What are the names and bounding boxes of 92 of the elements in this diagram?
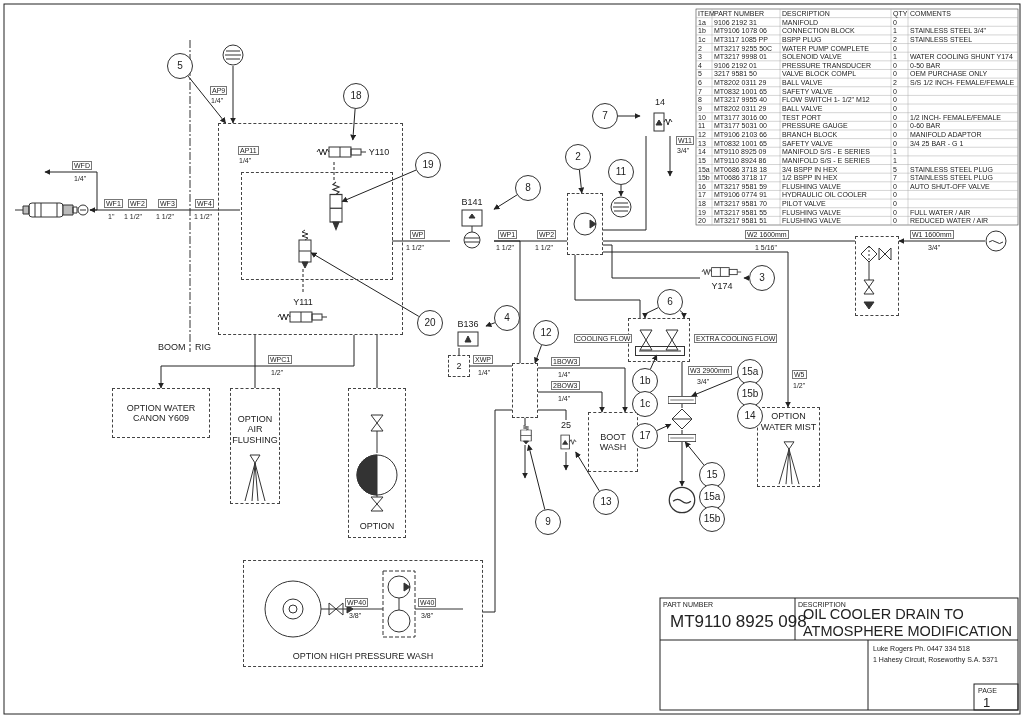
leader-line — [691, 376, 739, 397]
pipe-line — [679, 441, 685, 487]
pipe-line — [458, 347, 460, 356]
callout-number: 15a — [737, 359, 763, 385]
leader-line — [743, 275, 750, 281]
callout-number: 17 — [632, 423, 658, 449]
valve-tag: Y110 — [368, 146, 390, 158]
sensor-tag: B141 — [461, 196, 483, 208]
pipe-line — [537, 409, 567, 421]
option-label: OPTION AIR FLUSHING — [231, 413, 279, 445]
pipe-line — [681, 403, 683, 409]
leader-line — [684, 441, 705, 466]
area-label: RIG — [195, 343, 211, 352]
leader-line — [310, 252, 420, 317]
callout-number: 5 — [167, 53, 193, 79]
pipe-line — [158, 334, 355, 389]
valve-tag: Y174 — [711, 280, 733, 292]
leader-line — [642, 307, 659, 319]
leader-line — [534, 344, 542, 364]
option-label: OPTION — [359, 520, 395, 531]
pipe-line — [602, 244, 701, 279]
callout-number: 13 — [593, 489, 619, 515]
pipe-line — [563, 451, 569, 471]
option-panel: OPTION WATER CANON Y609 — [112, 388, 210, 438]
pipe-line — [602, 240, 856, 242]
leader-line — [578, 169, 585, 194]
callout-number: 9 — [535, 509, 561, 535]
callout-number: 11 — [608, 159, 634, 185]
leader-line — [187, 75, 227, 124]
pilot-line — [333, 161, 335, 181]
leader-line — [575, 451, 600, 492]
leader-line — [656, 423, 672, 432]
test-port: 2 — [448, 355, 470, 377]
pipe-line — [602, 135, 647, 231]
valve-block — [218, 123, 403, 335]
pipe-line — [493, 240, 521, 364]
callout-number: 12 — [533, 320, 559, 346]
leader-line — [679, 310, 687, 319]
pipe-line — [482, 409, 513, 613]
pipe-line — [391, 240, 451, 242]
pilot-line — [302, 267, 304, 293]
page-number: 1 — [983, 696, 991, 709]
callout-number: 15b — [699, 506, 725, 532]
pipe-line — [681, 429, 683, 435]
pipe-line — [574, 254, 641, 319]
branch-block — [512, 363, 538, 418]
pressure-rating: 14 — [655, 96, 665, 108]
leader-line — [617, 113, 641, 119]
callout-number: 2 — [565, 144, 591, 170]
leader-line — [341, 169, 417, 203]
pipe-line — [524, 417, 526, 426]
callout-number: 6 — [657, 289, 683, 315]
pipe-line — [89, 207, 241, 213]
callout-number: 20 — [417, 310, 443, 336]
area-label: BOOM — [158, 343, 186, 352]
pipe-line — [537, 391, 605, 413]
pump-unit — [567, 193, 603, 255]
pipe-line — [537, 367, 628, 413]
callout-number: 18 — [343, 83, 369, 109]
pipe-line — [376, 334, 378, 389]
callout-number: 4 — [494, 305, 520, 331]
pipe-line — [602, 251, 791, 408]
callout-number: 1b — [632, 368, 658, 394]
callout-number: 15a — [699, 484, 725, 510]
callout-number: 8 — [515, 175, 541, 201]
leader-line — [649, 354, 658, 370]
callout-number: 15 — [699, 462, 725, 488]
pipe-line — [469, 365, 513, 367]
leader-line — [526, 444, 546, 510]
pipe-line — [254, 334, 256, 389]
callout-number: 1c — [632, 391, 658, 417]
option-label: OPTION HIGH PRESSURE WASH — [292, 651, 434, 662]
option-panel — [230, 388, 280, 504]
pipe-line — [681, 361, 683, 397]
leader-line — [485, 321, 496, 327]
pipe-line — [44, 169, 98, 211]
pipe-line — [522, 444, 528, 479]
callout-number: 7 — [592, 103, 618, 129]
callout-number: 3 — [749, 265, 775, 291]
callout-number: 15b — [737, 381, 763, 407]
pressure-rating: 25 — [561, 419, 571, 431]
callout-number: 19 — [415, 152, 441, 178]
pipe-line — [667, 135, 673, 177]
leader-line — [493, 194, 518, 210]
leader-line — [618, 184, 624, 197]
sensor-tag: B136 — [457, 318, 479, 330]
pipe-line — [230, 65, 236, 124]
valve-block-inner — [241, 172, 393, 280]
valve-tag: Y111 — [293, 296, 313, 308]
option-panel — [348, 388, 406, 538]
leader-line — [350, 108, 357, 141]
pipe-line — [898, 238, 986, 244]
